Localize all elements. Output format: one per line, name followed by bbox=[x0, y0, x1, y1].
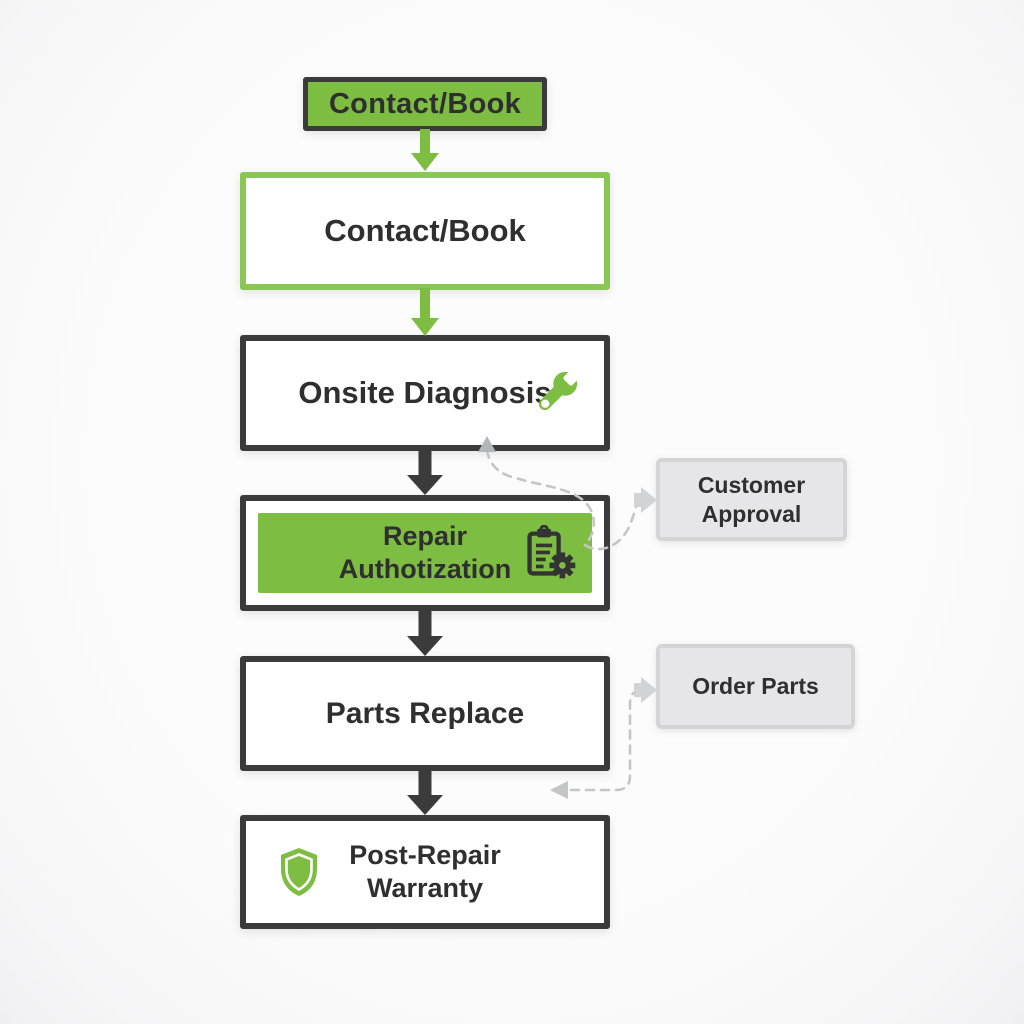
node-label: Repair Authotization bbox=[339, 520, 511, 586]
node-label-line2: Authotization bbox=[338, 554, 512, 584]
node-contact-book: Contact/Book bbox=[240, 172, 610, 290]
node-post-repair-warranty: Post-Repair Warranty bbox=[240, 815, 610, 929]
node-customer-approval: Customer Approval bbox=[656, 458, 847, 541]
node-repair-authorization: Repair Authotization bbox=[240, 495, 610, 611]
wrench-icon bbox=[538, 369, 580, 411]
node-onsite-diagnosis: Onsite Diagnosis bbox=[240, 335, 610, 451]
arrowhead-into-customer-approval-icon bbox=[634, 487, 657, 513]
down-arrow-dark-icon bbox=[407, 449, 443, 495]
node-label: Onsite Diagnosis bbox=[298, 375, 552, 410]
node-label: Order Parts bbox=[692, 673, 819, 699]
node-label: Customer Approval bbox=[698, 471, 805, 529]
node-label: Post-Repair Warranty bbox=[349, 839, 501, 905]
down-arrow-green-icon bbox=[411, 129, 439, 171]
node-contact-book-header: Contact/Book bbox=[303, 77, 547, 131]
down-arrow-dark-icon bbox=[407, 769, 443, 815]
node-label: Parts Replace bbox=[325, 696, 525, 730]
down-arrow-dark-icon bbox=[407, 609, 443, 656]
node-label-line2: Approval bbox=[701, 500, 802, 527]
node-label-line1: Customer bbox=[697, 471, 806, 498]
node-label: Contact/Book bbox=[328, 87, 522, 120]
node-label-line1: Repair bbox=[382, 521, 468, 551]
node-parts-replace: Parts Replace bbox=[240, 656, 610, 771]
node-label-line1: Post-Repair bbox=[349, 840, 501, 870]
arrowhead-left-icon bbox=[550, 781, 568, 799]
shield-icon bbox=[281, 848, 317, 896]
arrowhead-into-order-parts-icon bbox=[634, 677, 657, 703]
clipboard-gear-icon bbox=[527, 525, 576, 579]
node-order-parts: Order Parts bbox=[656, 644, 855, 729]
down-arrow-green-icon bbox=[411, 288, 439, 336]
node-label: Contact/Book bbox=[324, 213, 526, 248]
repair-authorization-panel: Repair Authotization bbox=[258, 513, 592, 593]
node-label-line2: Warranty bbox=[366, 873, 483, 903]
